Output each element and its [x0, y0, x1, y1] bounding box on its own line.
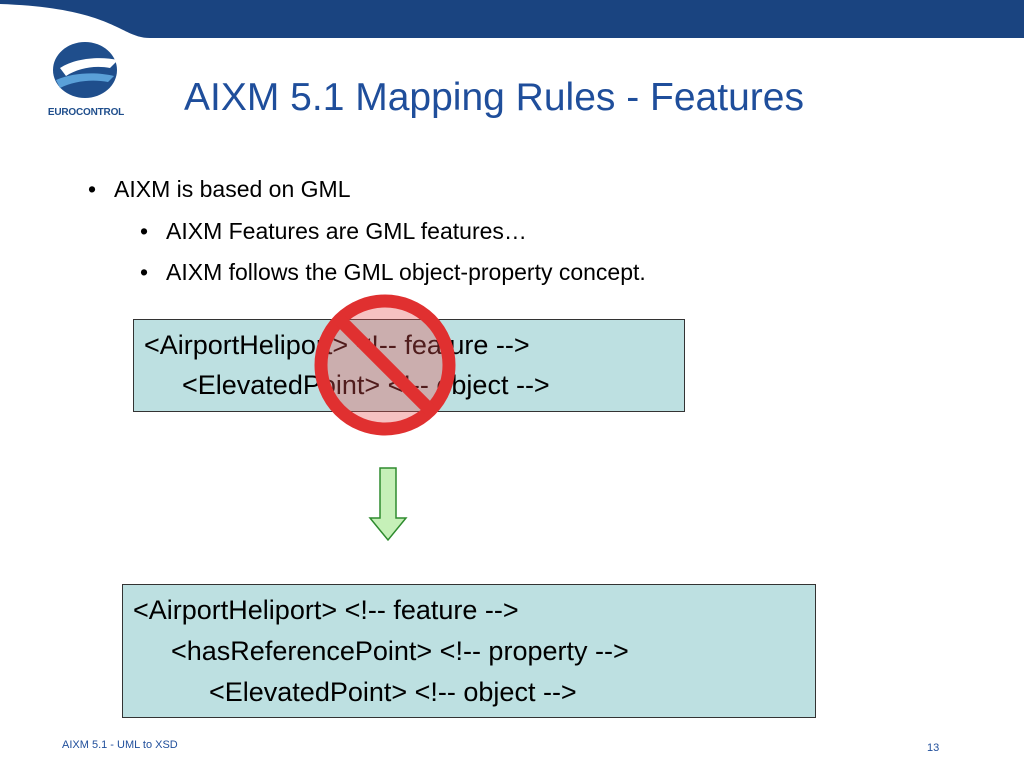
sub-bullet-item: • AIXM Features are GML features… [140, 218, 527, 245]
code-line: <AirportHeliport> <!-- feature --> [144, 330, 530, 360]
bullet-dot: • [140, 218, 149, 244]
bullet-dot: • [140, 259, 149, 285]
bullet-text: AIXM follows the GML object-property con… [166, 259, 646, 285]
header-band [0, 0, 1024, 38]
bullet-text: AIXM is based on GML [114, 176, 351, 202]
code-line: <hasReferencePoint> <!-- property --> [171, 636, 629, 666]
sub-bullet-item: • AIXM follows the GML object-property co… [140, 259, 646, 286]
slide-title: AIXM 5.1 Mapping Rules - Features [184, 76, 804, 119]
logo-wordmark: EUROCONTROL [47, 107, 125, 118]
bullet-text: AIXM Features are GML features… [166, 218, 527, 244]
code-line: <ElevatedPoint> <!-- object --> [209, 677, 577, 707]
prohibited-icon [314, 294, 456, 436]
bullet-dot: • [88, 176, 97, 202]
eurocontrol-logo-icon [53, 42, 118, 98]
bullet-item: • AIXM is based on GML [88, 176, 351, 203]
code-line: <ElevatedPoint> <!-- object --> [182, 370, 550, 400]
footer-title: AIXM 5.1 - UML to XSD [62, 739, 178, 751]
page-number: 13 [927, 742, 940, 754]
code-line: <AirportHeliport> <!-- feature --> [133, 595, 519, 625]
correct-example-box: <AirportHeliport> <!-- feature --> <hasR… [122, 584, 816, 718]
down-arrow-icon [368, 467, 408, 542]
